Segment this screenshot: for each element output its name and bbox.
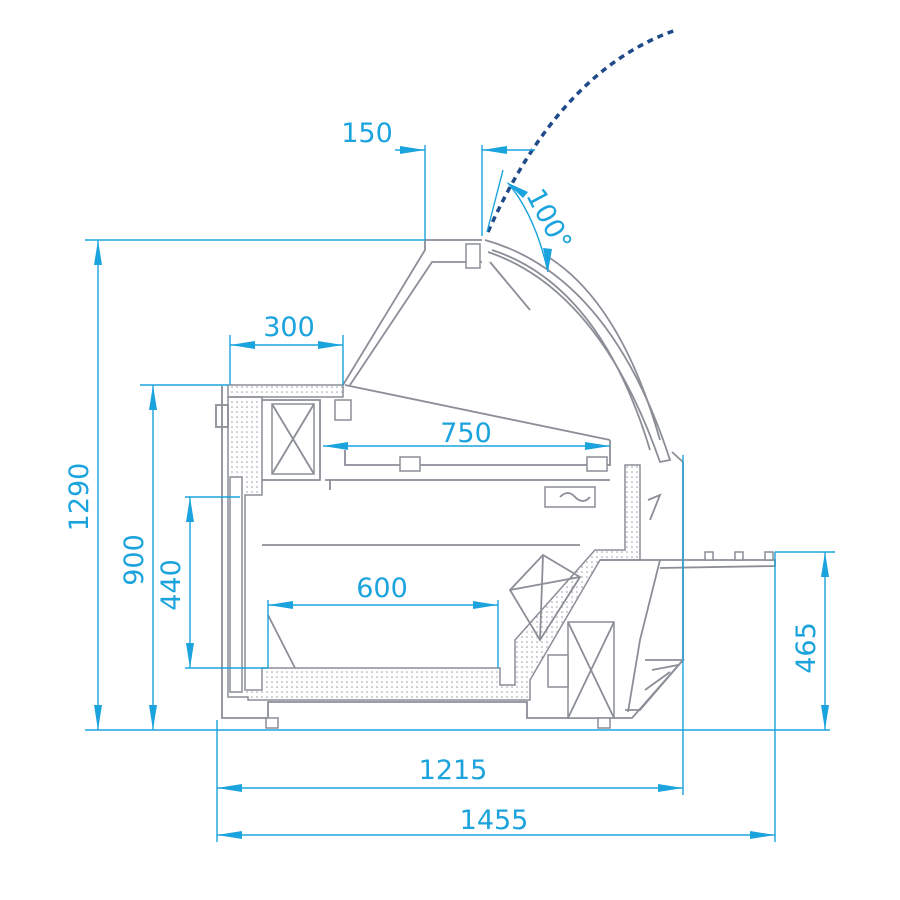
dim-label-440: 440 — [156, 559, 187, 611]
dim-label-750: 750 — [440, 418, 492, 449]
dimension-lines — [85, 145, 835, 842]
dim-label-465: 465 — [791, 622, 822, 674]
dim-label-1215: 1215 — [419, 755, 488, 786]
counter-outline — [215, 384, 776, 729]
dim-label-150: 150 — [341, 118, 393, 149]
dim-label-900: 900 — [119, 534, 150, 586]
dim-label-angle: 100° — [519, 184, 577, 256]
dim-label-1455: 1455 — [460, 805, 529, 836]
dim-label-600: 600 — [356, 573, 408, 604]
dim-label-1290: 1290 — [64, 463, 95, 532]
open-door-arc — [486, 28, 677, 233]
glass-canopy — [342, 239, 672, 464]
dim-label-300: 300 — [263, 312, 315, 343]
